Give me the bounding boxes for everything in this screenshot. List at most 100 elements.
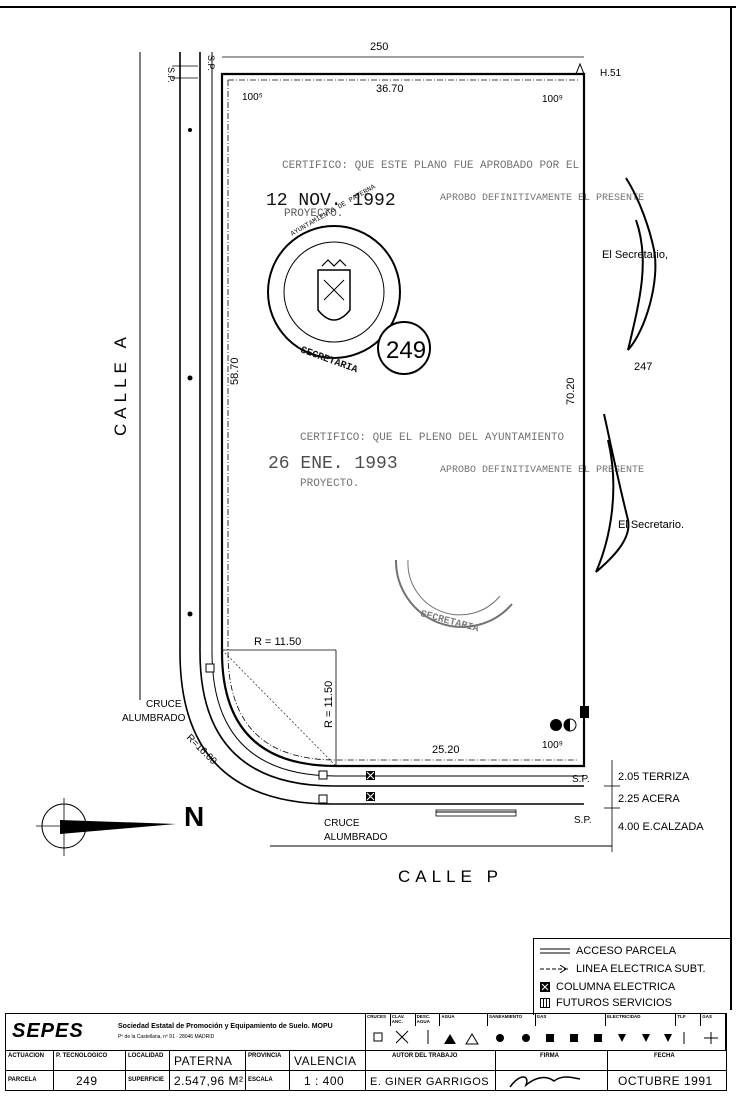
svc-header: AGUA (440, 1014, 488, 1026)
escala-value: 1 : 400 (304, 1074, 345, 1088)
signature-2 (595, 413, 630, 573)
parcel-outline (220, 72, 586, 768)
sp-bottom-1: S.P. (572, 774, 590, 785)
benchmark-icon (575, 62, 585, 75)
electric-column-icon (187, 375, 193, 381)
legend-label: LINEA ELECTRICA SUBT. (576, 963, 706, 975)
cert1-line3: PROYECTO. (284, 208, 343, 220)
cert2-line3: PROYECTO. (300, 478, 359, 490)
service-box-icon (205, 663, 215, 673)
radius-outer-label: R=16.00 (184, 732, 219, 767)
actuacion-cell: ACTUACION (6, 1051, 54, 1071)
fecha-cap-cell: FECHA (608, 1051, 726, 1071)
svc-header: GAS (536, 1014, 606, 1026)
actuacion-label: ACTUACION (8, 1053, 44, 1059)
services-headers: CRUCES CLAV. ANC. DESC. AGUA AGUA SANEAM… (366, 1014, 725, 1026)
provincia-value: VALENCIA (294, 1054, 357, 1068)
benchmark-label: H.51 (600, 68, 622, 79)
parcela-value: 249 (76, 1074, 98, 1088)
escala-cap-cell: ESCALA (246, 1071, 290, 1090)
services-cell: CRUCES CLAV. ANC. DESC. AGUA AGUA SANEAM… (366, 1014, 726, 1051)
legend-label: COLUMNA ELECTRICA (556, 981, 676, 993)
inner-electric-line-2 (227, 80, 578, 761)
localidad-cap-cell: LOCALIDAD (126, 1051, 170, 1071)
outer-curb (179, 52, 584, 805)
parcel-number: 249 (386, 337, 426, 364)
sepes-logo: SEPES (12, 1020, 84, 1042)
localidad-value: PATERNA (174, 1054, 233, 1068)
access-box (435, 809, 517, 817)
seal-secretaria-2: SECRETARIA (394, 559, 513, 635)
calle-p-label: CALLE P (398, 867, 503, 886)
superficie-val-cell: 2.547,96 M² (170, 1071, 246, 1090)
firma-cap-cell: FIRMA (496, 1051, 608, 1071)
signature-1 (625, 177, 657, 351)
cruce-2-l1: CRUCE (324, 818, 360, 829)
angle-top-right: 100⁹ (542, 94, 563, 105)
sp-bottom-2: S.P. (574, 815, 592, 826)
legend-item-columna: COLUMNA ELECTRICA (540, 981, 675, 993)
angle-bottom-right: 100⁹ (542, 740, 563, 751)
radius-v-label: R = 11.50 (323, 681, 335, 728)
secretario1: El Secretario, (602, 249, 668, 261)
dim-top-outer: 250 (370, 41, 388, 53)
org-line2: Pº de la Castellana, nº 91 · 28046 MADRI… (118, 1034, 215, 1040)
polo-cell: P. TECNOLOGICO (54, 1051, 126, 1071)
arrow-line-icon (540, 948, 570, 954)
water-icon (550, 719, 562, 731)
provincia-val-cell: VALENCIA (290, 1051, 366, 1071)
svc-header: CLAV. ANC. (391, 1014, 416, 1026)
dashed-line-icon (540, 965, 570, 973)
superficie-value: 2.547,96 M² (174, 1074, 244, 1088)
cruce-1-l1: CRUCE (146, 699, 182, 710)
cert1-date: 12 NOV. 1992 (266, 191, 396, 211)
fecha-val-cell: OCTUBRE 1991 (608, 1071, 726, 1090)
fecha-value: OCTUBRE 1991 (618, 1074, 713, 1088)
parcela-cap-cell: PARCELA (6, 1071, 54, 1090)
svc-header: CRUCES (366, 1014, 391, 1026)
parcel-number-circle (377, 321, 431, 375)
cruce-2-l2: ALUMBRADO (324, 832, 388, 843)
superficie-label: SUPERFICIE (128, 1077, 165, 1083)
parcela-label: PARCELA (8, 1077, 37, 1083)
fecha-label: FECHA (654, 1053, 675, 1059)
escala-label: ESCALA (248, 1077, 273, 1083)
cert1-line1: CERTIFICO: QUE ESTE PLANO FUE APROBADO P… (282, 160, 579, 172)
legend-item-futuros: FUTUROS SERVICIOS (540, 997, 672, 1009)
dim-right: 70.20 (565, 377, 577, 405)
parcela-val-cell: 249 (54, 1071, 126, 1090)
box-x-icon (540, 982, 550, 992)
neighbour-parcel: 247 (634, 361, 652, 373)
box-lines-icon (540, 998, 550, 1008)
calzada-label: 4.00 E.CALZADA (618, 821, 704, 833)
autor-label: AUTOR DEL TRABAJO (392, 1053, 458, 1059)
cruce-1-l2: ALUMBRADO (122, 713, 186, 724)
dim-bottom: 25.20 (432, 744, 460, 756)
legend-item-linea: LINEA ELECTRICA SUBT. (540, 963, 706, 975)
superficie-cap-cell: SUPERFICIE (126, 1071, 170, 1090)
sp-top-2: S.P. (206, 55, 216, 71)
svc-header: ELECTRICIDAD (606, 1014, 677, 1026)
seal-bottom-text: SECRETARIA (299, 345, 359, 376)
firma-val-cell (496, 1071, 608, 1090)
legend-label: ACCESO PARCELA (576, 945, 677, 957)
north-label: N (184, 801, 204, 832)
cert2-line1: CERTIFICO: QUE EL PLENO DEL AYUNTAMIENTO (300, 432, 564, 444)
terraza-label: 2.05 TERRIZA (618, 771, 690, 783)
electric-column-icon (187, 611, 193, 617)
site-plan: 250 S.P. S.P. H.51 36.70 100⁵ 100⁹ 58.70… (0, 6, 736, 1010)
provincia-label: PROVINCIA (248, 1053, 282, 1059)
sp-top-1: S.P. (166, 67, 176, 83)
services-symbols (373, 1030, 718, 1045)
dim-top-inner: 36.70 (376, 83, 404, 95)
electric-column-icon (188, 128, 192, 132)
seal2-text: SECRETARIA (419, 609, 480, 635)
author-signature (509, 1076, 581, 1088)
dim-left: 58.70 (229, 357, 241, 385)
provincia-cap-cell: PROVINCIA (246, 1051, 290, 1071)
middle-curb (199, 52, 584, 787)
svc-header: DESC. AGUA (416, 1014, 441, 1026)
localidad-val-cell: PATERNA (170, 1051, 246, 1071)
secretario2: El Secretario. (618, 519, 684, 531)
svc-header: SANEAMIENTO (488, 1014, 536, 1026)
